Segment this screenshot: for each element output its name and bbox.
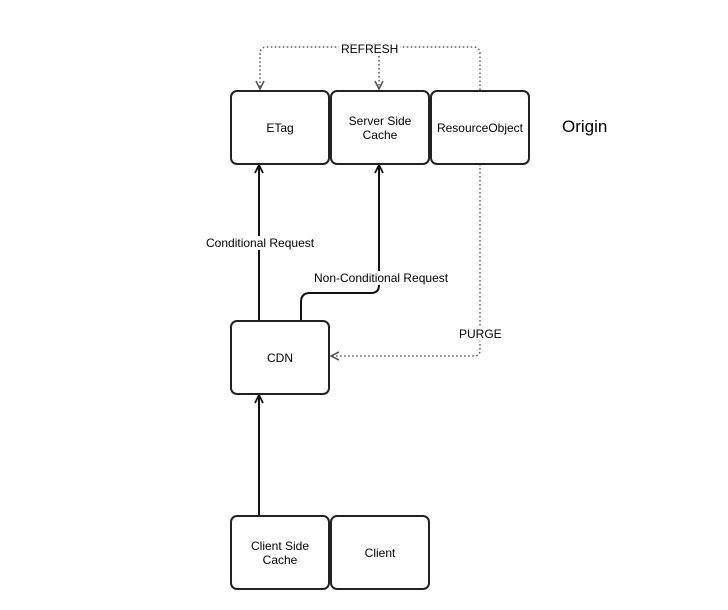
client-node-label: Client [364, 545, 396, 560]
cdn-to-server-cache-connector [300, 166, 379, 320]
non-conditional-request-edge-label: Non-Conditional Request [313, 271, 450, 285]
conditional-request-edge-label: Conditional Request [205, 236, 316, 250]
client-side-cache-node-label: Client Side Cache [250, 538, 310, 567]
cdn-node: CDN [230, 320, 330, 395]
client-side-cache-node: Client Side Cache [230, 515, 330, 590]
origin-group-label: Origin [562, 117, 608, 136]
etag-node-label: ETag [266, 120, 294, 135]
server-side-cache-node-label: Server Side Cache [348, 113, 412, 142]
client-node: Client [330, 515, 430, 590]
cdn-node-label: CDN [267, 350, 293, 365]
resource-object-node: ResourceObject [430, 90, 530, 165]
etag-node: ETag [230, 90, 330, 165]
refresh-edge-label: REFRESH [339, 42, 401, 56]
server-side-cache-node: Server Side Cache [330, 90, 430, 165]
purge-edge-label: PURGE [458, 327, 503, 341]
resource-object-node-label: ResourceObject [436, 120, 524, 135]
